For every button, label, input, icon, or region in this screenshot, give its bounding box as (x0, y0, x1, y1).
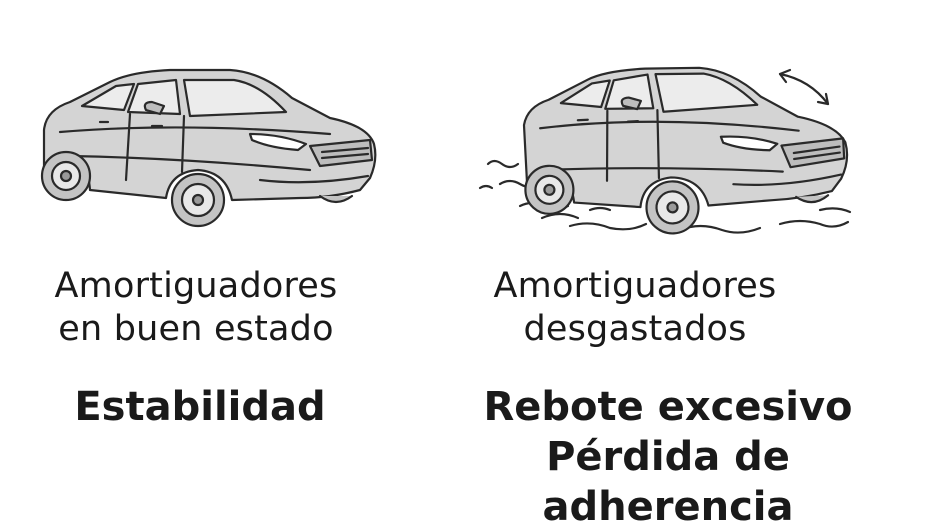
effect-label: Rebote excesivo Pérdida de adherencia (440, 382, 896, 532)
effect-line-1: Estabilidad (74, 384, 326, 430)
caption-line-1: Amortiguadores (493, 266, 777, 306)
effect-label: Estabilidad (0, 382, 400, 432)
bounce-arrow-icon (778, 68, 830, 106)
car-icon-bouncing (478, 66, 852, 235)
effect-line-1: Rebote excesivo (483, 384, 853, 430)
panel-good-shocks: Amortiguadores en buen estado Estabilida… (0, 0, 400, 509)
condition-caption: Amortiguadores en buen estado (0, 265, 392, 351)
caption-line-2: desgastados (523, 309, 747, 349)
caption-line-2: en buen estado (58, 309, 334, 349)
condition-caption: Amortiguadores desgastados (440, 265, 830, 351)
caption-line-1: Amortiguadores (54, 266, 338, 306)
effect-line-2: Pérdida de adherencia (542, 434, 794, 530)
car-icon (40, 68, 377, 228)
panel-worn-shocks: Amortiguadores desgastados Rebote excesi… (440, 0, 936, 530)
